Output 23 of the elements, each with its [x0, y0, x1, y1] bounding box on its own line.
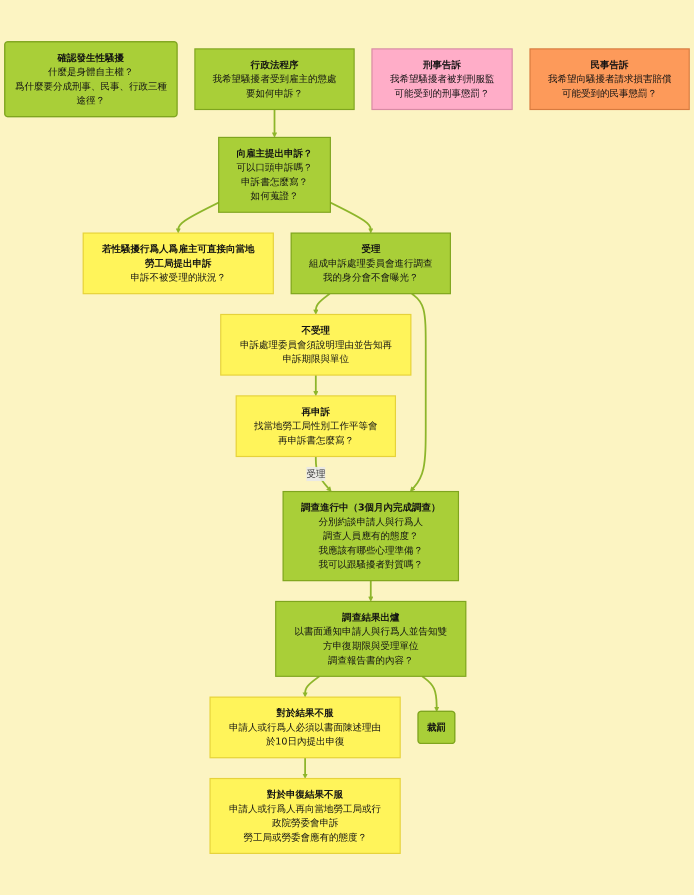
arrow	[410, 292, 427, 492]
arrow	[302, 676, 320, 698]
arrow	[272, 109, 278, 138]
node-box: 調查進行中（3個月內完成調查） 分別約談申請人與行爲人 調查人員應有的態度？ 我應該有哪些心理準備？ 我可以跟騷擾者對質嗎？	[282, 490, 460, 582]
node-box: 受理 組成申訴處理委員會進行調查 我的身分會不會曝光？	[290, 232, 451, 294]
node-box: 對於結果不服 申請人或行爲人必須以書面陳述理由於10日內提出申復	[209, 696, 401, 758]
node-box: 對於申復結果不服 申請人或行爲人再向當地勞工局或行政院勞委會申訴 勞工局或勞委會應有的態度？	[209, 778, 401, 854]
node-box: 不受理 申訴處理委員會須說明理由並告知再申訴期限與單位	[220, 314, 412, 376]
node-box: 刑事告訴 我希望騷擾者被判刑服監 可能受到的刑事懲罰？	[371, 48, 513, 110]
node-box: 若性騷擾行爲人爲雇主可直接向當地勞工局提出申訴 申訴不被受理的狀況？	[82, 232, 274, 294]
node-box: 民事告訴 我希望向騷擾者請求損害賠償 可能受到的民事懲罰？	[529, 48, 690, 110]
arrow	[313, 375, 318, 396]
arrow	[422, 676, 440, 712]
node-box: 調查結果出爐 以書面通知申請人與行爲人並告知雙方申復期限與受理單位 調查報告書的內容？	[275, 600, 466, 677]
arrow	[330, 202, 374, 234]
node-box: 再申訴 找當地勞工局性別工作平等會 再申訴書怎麼寫？	[236, 395, 396, 457]
edge-label: 受理	[306, 468, 326, 480]
arrow	[302, 758, 308, 779]
node-box: 行政法程序 我希望騷擾者受到雇主的懲處 要如何申訴？	[194, 48, 355, 110]
arrow	[368, 580, 374, 602]
arrow	[176, 202, 220, 234]
arrow	[313, 292, 330, 315]
node-box: 向雇主提出申訴？ 可以口頭申訴嗎？ 申訴書怎麼寫？ 如何蒐證？	[218, 136, 331, 213]
